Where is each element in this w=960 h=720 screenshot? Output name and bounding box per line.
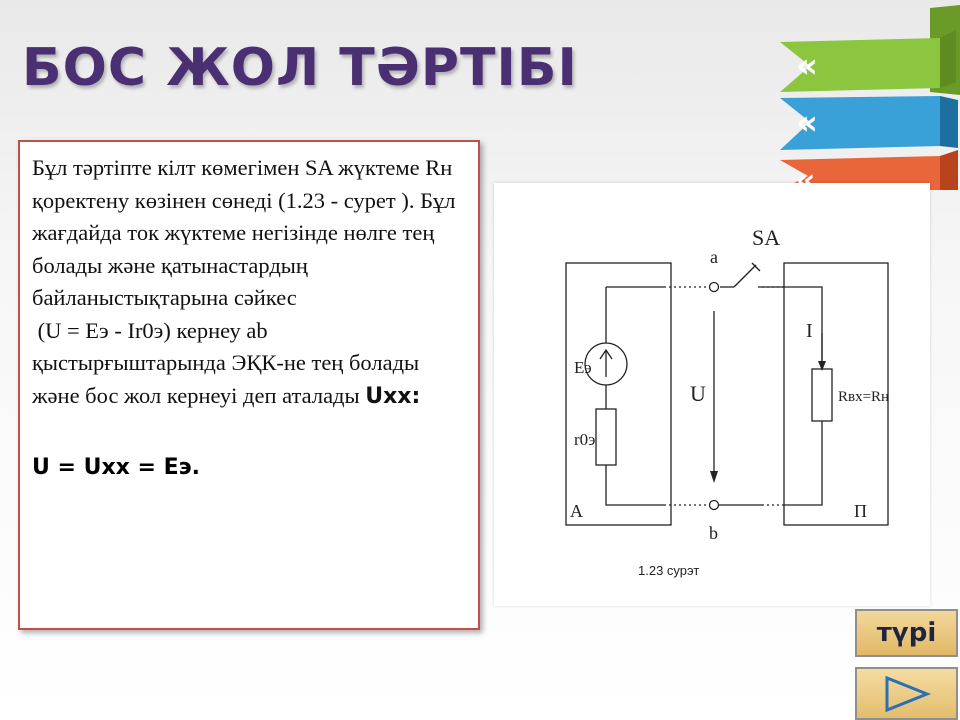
- figure-caption: 1.23 сурэт: [638, 563, 699, 578]
- svg-text:«: «: [796, 46, 818, 86]
- label-current: I: [806, 320, 813, 342]
- label-load-resistance: Rвх=Rн: [838, 389, 889, 405]
- circuit-diagram: a b SA I U Eэ r0э A П Rвх=Rн 1.23 сурэт: [494, 183, 930, 606]
- label-emf: Eэ: [574, 358, 592, 377]
- body-paragraph: Бұл тәртіпте кілт көмегімен SA жүктеме R…: [32, 152, 466, 315]
- play-triangle-icon: [885, 675, 931, 713]
- label-load-block: П: [854, 501, 867, 521]
- paragraph-2: кернеу ab қыстырғыштарында ЭҚК-не тең бо…: [32, 317, 420, 408]
- label-voltage: U: [690, 381, 706, 406]
- next-slide-button[interactable]: [855, 667, 958, 720]
- main-formula: U = Uхх = Eэ.: [32, 455, 201, 480]
- body-paragraph-2: (U = Eэ - Ir0э) кернеу ab қыстырғыштарын…: [32, 315, 466, 414]
- label-a: a: [710, 247, 718, 267]
- label-sa: SA: [752, 225, 780, 250]
- label-internal-resistance: r0э: [574, 430, 595, 449]
- circuit-svg: a b SA I U Eэ r0э A П Rвх=Rн 1.23 сурэт: [565, 225, 889, 578]
- uxx-symbol: Uхх:: [365, 383, 421, 409]
- label-source-block: A: [570, 501, 583, 521]
- slide-title: БОС ЖОЛ ТӘРТІБІ: [22, 38, 578, 98]
- label-b: b: [709, 523, 718, 543]
- paragraph-1: Бұл тәртіпте кілт көмегімен SA жүктеме R…: [32, 155, 456, 310]
- voltage-formula: (U = Eэ - Ir0э): [37, 317, 171, 343]
- text-box: Бұл тәртіпте кілт көмегімен SA жүктеме R…: [18, 140, 480, 630]
- decorative-ribbons: « « «: [780, 5, 960, 190]
- turi-button[interactable]: түрі: [855, 609, 958, 657]
- svg-text:«: «: [796, 103, 818, 143]
